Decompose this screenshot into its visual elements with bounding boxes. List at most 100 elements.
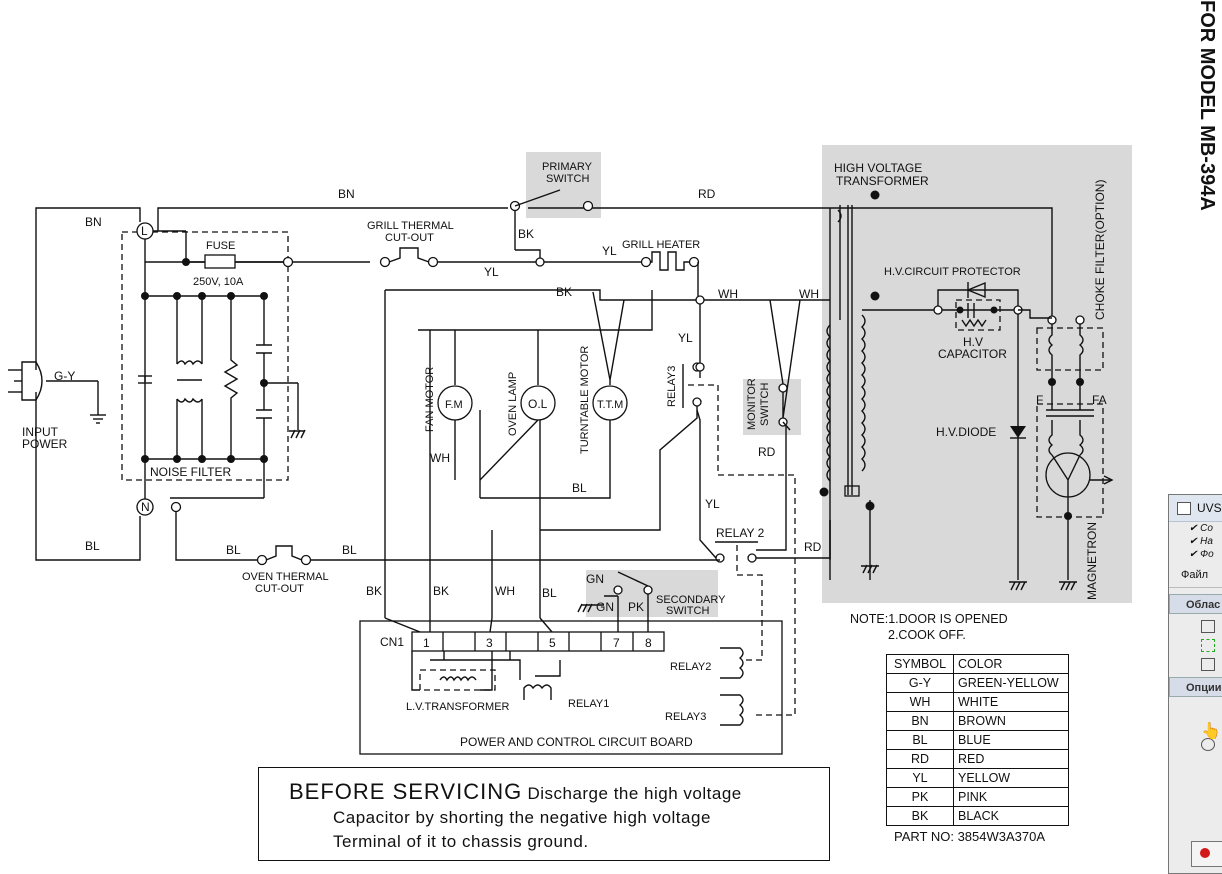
secondary-switch [577,571,653,613]
warning-lead: BEFORE SERVICING [289,779,523,804]
relay3-board-label: RELAY3 [665,711,706,723]
cn1-label: CN1 [380,635,404,649]
magnetron-f-label: F [1036,393,1043,407]
oven-thermal-label-2: CUT-OUT [255,583,304,595]
window-titlebar[interactable]: UVSc [1169,495,1222,522]
table-cell: RD [886,749,954,769]
wire-rd-top: RD [698,187,716,201]
magnetron-label: MAGNETRON [1085,522,1099,600]
wire-rd-1: RD [758,445,776,459]
app-icon [1177,502,1191,515]
table-cell: WHITE [953,692,1069,712]
secondary-switch-highlight [586,570,718,617]
table-cell: BK [886,806,954,826]
hv-transformer-label: HIGH VOLTAGE [834,161,922,175]
input-power-label-2: POWER [22,437,68,451]
grill-heater [623,251,700,301]
relay1-coil [523,660,561,700]
monitor-switch-label: MONITOR [746,378,758,430]
noise-filter-label: NOISE FILTER [150,465,231,479]
choke-filter-label: CHOKE FILTER(OPTION) [1093,180,1107,320]
lv-transformer [411,651,521,691]
option-check-2[interactable]: ✔ На [1189,536,1213,547]
hv-transformer-label-2: TRANSFORMER [836,174,929,188]
hv-capacitor-label: H.V [963,335,983,349]
grill-thermal-cutout [379,247,439,268]
hv-diode-label: H.V.DIODE [936,425,996,439]
control-board [359,620,783,755]
table-cell: PK [886,787,954,807]
magnetron [1036,403,1114,591]
relay2-board-label: RELAY2 [670,661,711,673]
uvscreen-window[interactable]: UVSc ✔ Co ✔ На ✔ Фо Файл Облас Опции 👆 [1168,494,1222,874]
table-cell: BN [886,711,954,731]
noise-filter-components [138,239,306,499]
wire-bn-top: BN [338,187,355,201]
part-number: PART NO: 3854W3A370A [894,829,1046,844]
table-cell: BLUE [953,730,1069,750]
table-header-row: SYMBOL COLOR [886,654,1069,674]
secondary-switch-label-2: SWITCH [666,605,709,617]
note: NOTE:1.DOOR IS OPENED 2.COOK OFF. [850,611,1008,643]
oven-lamp [479,330,556,481]
wire-wh-1: WH [718,287,738,301]
cn1-pin-5: 5 [549,636,556,650]
wire-wh-4: WH [495,584,515,598]
option-check-1[interactable]: ✔ Co [1189,523,1213,534]
warning-line-1: Discharge the high voltage [527,784,742,803]
region-select-icon[interactable] [1201,639,1215,652]
relay3-coil [720,694,744,726]
oven-thermal-label: OVEN THERMAL [242,571,329,583]
oven-lamp-label: OVEN LAMP [507,372,519,436]
table-header-symbol: SYMBOL [886,654,954,674]
fm-label: F.M [445,399,463,411]
group-area: Облас [1169,594,1222,614]
monitor-icon[interactable] [1201,620,1215,633]
turntable-motor [480,380,628,499]
wire-bl-left: BL [85,539,100,553]
grill-thermal-label: GRILL THERMAL [367,220,454,232]
wire-bl-2: BL [226,543,241,557]
warning-line-3: Terminal of it to chassis ground. [333,832,589,851]
primary-switch-label-2: SWITCH [546,173,589,185]
primary-switch [509,189,594,250]
table-cell: YELLOW [953,768,1069,788]
record-button[interactable] [1191,841,1222,867]
window-icon[interactable] [1201,658,1215,671]
fan-motor [437,330,473,480]
table-cell: BL [886,730,954,750]
fan-motor-label: FAN MOTOR [424,367,436,432]
wire-bk-1: BK [518,227,534,241]
group-options: Опции [1169,677,1222,697]
table-cell: WH [886,692,954,712]
power-plug-icon [8,207,141,561]
cn1-pin-7: 7 [613,636,620,650]
option-check-3[interactable]: ✔ Фо [1189,549,1214,560]
record-icon [1200,848,1210,858]
wire-wh-2: WH [799,287,819,301]
audio-icon[interactable] [1201,738,1215,751]
cn1-pin-1: 1 [423,636,430,650]
wire-gy-label: G-Y [54,369,75,383]
grill-thermal-label-2: CUT-OUT [385,232,434,244]
wire-bl-3: BL [342,543,357,557]
magnetron-fa-label: FA [1092,393,1107,407]
choke-filter [1018,309,1104,410]
note-line-1: NOTE:1.DOOR IS OPENED [850,612,1008,626]
terminal-n: N [141,500,150,514]
menu-file[interactable]: Файл [1169,561,1222,588]
relay1-label: RELAY1 [568,698,609,710]
wire-bn-left: BN [85,215,102,229]
table-cell: PINK [953,787,1069,807]
cursor-icon[interactable]: 👆 [1201,723,1221,740]
oven-thermal-cutout [256,545,312,566]
relay2-label: RELAY 2 [716,526,765,540]
service-warning-box: BEFORE SERVICING Discharge the high volt… [258,767,830,861]
lv-transformer-label: L.V.TRANSFORMER [406,701,510,713]
secondary-switch-label: SECONDARY [656,594,726,606]
